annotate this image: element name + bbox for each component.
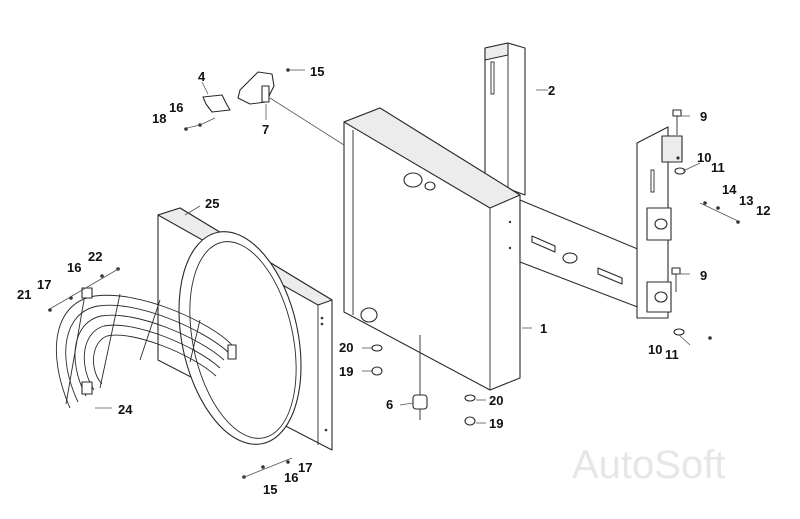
- callout-20-left: 20: [339, 340, 353, 355]
- callout-21: 21: [17, 287, 31, 302]
- callout-10-top: 10: [697, 150, 711, 165]
- callout-18: 18: [152, 111, 166, 126]
- watermark-logo: AutoSoft: [572, 443, 725, 487]
- part-2-right-bracket: [636, 126, 683, 319]
- callout-22: 22: [88, 249, 102, 264]
- callout-10-bottom: 10: [648, 342, 662, 357]
- part-9-bolt-lower: [671, 267, 681, 292]
- callout-1: 1: [540, 321, 547, 336]
- callout-13: 13: [739, 193, 753, 208]
- callout-16-left: 16: [67, 260, 81, 275]
- leader-lines: [47, 69, 741, 479]
- callout-11-top: 11: [711, 160, 725, 175]
- callout-6: 6: [386, 397, 393, 412]
- part-9-bolt-upper: [672, 109, 682, 135]
- callout-15-top: 15: [310, 64, 324, 79]
- part-7-bracket: [237, 71, 275, 105]
- callout-25: 25: [205, 196, 219, 211]
- callout-16-bottom: 16: [284, 470, 298, 485]
- callout-19-right: 19: [489, 416, 503, 431]
- callout-9-bottom: 9: [700, 268, 707, 283]
- part-4-clip: [202, 94, 231, 113]
- part-25-fan-shroud: [157, 207, 333, 451]
- callout-20-right: 20: [489, 393, 503, 408]
- callout-17-left: 17: [37, 277, 51, 292]
- callout-14: 14: [722, 182, 737, 197]
- part-2-support-post: [484, 42, 526, 196]
- part-1-radiator: [343, 107, 521, 391]
- part-2-bracket-arm: [519, 199, 641, 309]
- callout-4: 4: [198, 69, 206, 84]
- callout-15-bottom: 15: [263, 482, 277, 497]
- callout-24: 24: [118, 402, 133, 417]
- callout-7: 7: [262, 122, 269, 137]
- callout-12: 12: [756, 203, 770, 218]
- callout-9-top: 9: [700, 109, 707, 124]
- callout-16-top: 16: [169, 100, 183, 115]
- callout-11-bottom: 11: [665, 347, 679, 362]
- callout-19-left: 19: [339, 364, 353, 379]
- callout-2: 2: [548, 83, 555, 98]
- part-6-drain-valve: [412, 335, 428, 420]
- part-24-fan-guard: [55, 287, 237, 409]
- hardware-washers-nuts: [371, 156, 686, 426]
- callout-17-bottom: 17: [298, 460, 312, 475]
- callout-labels: 2 1 4 15 7 16 18 25 22 16 17 21 24 20 19…: [17, 64, 770, 497]
